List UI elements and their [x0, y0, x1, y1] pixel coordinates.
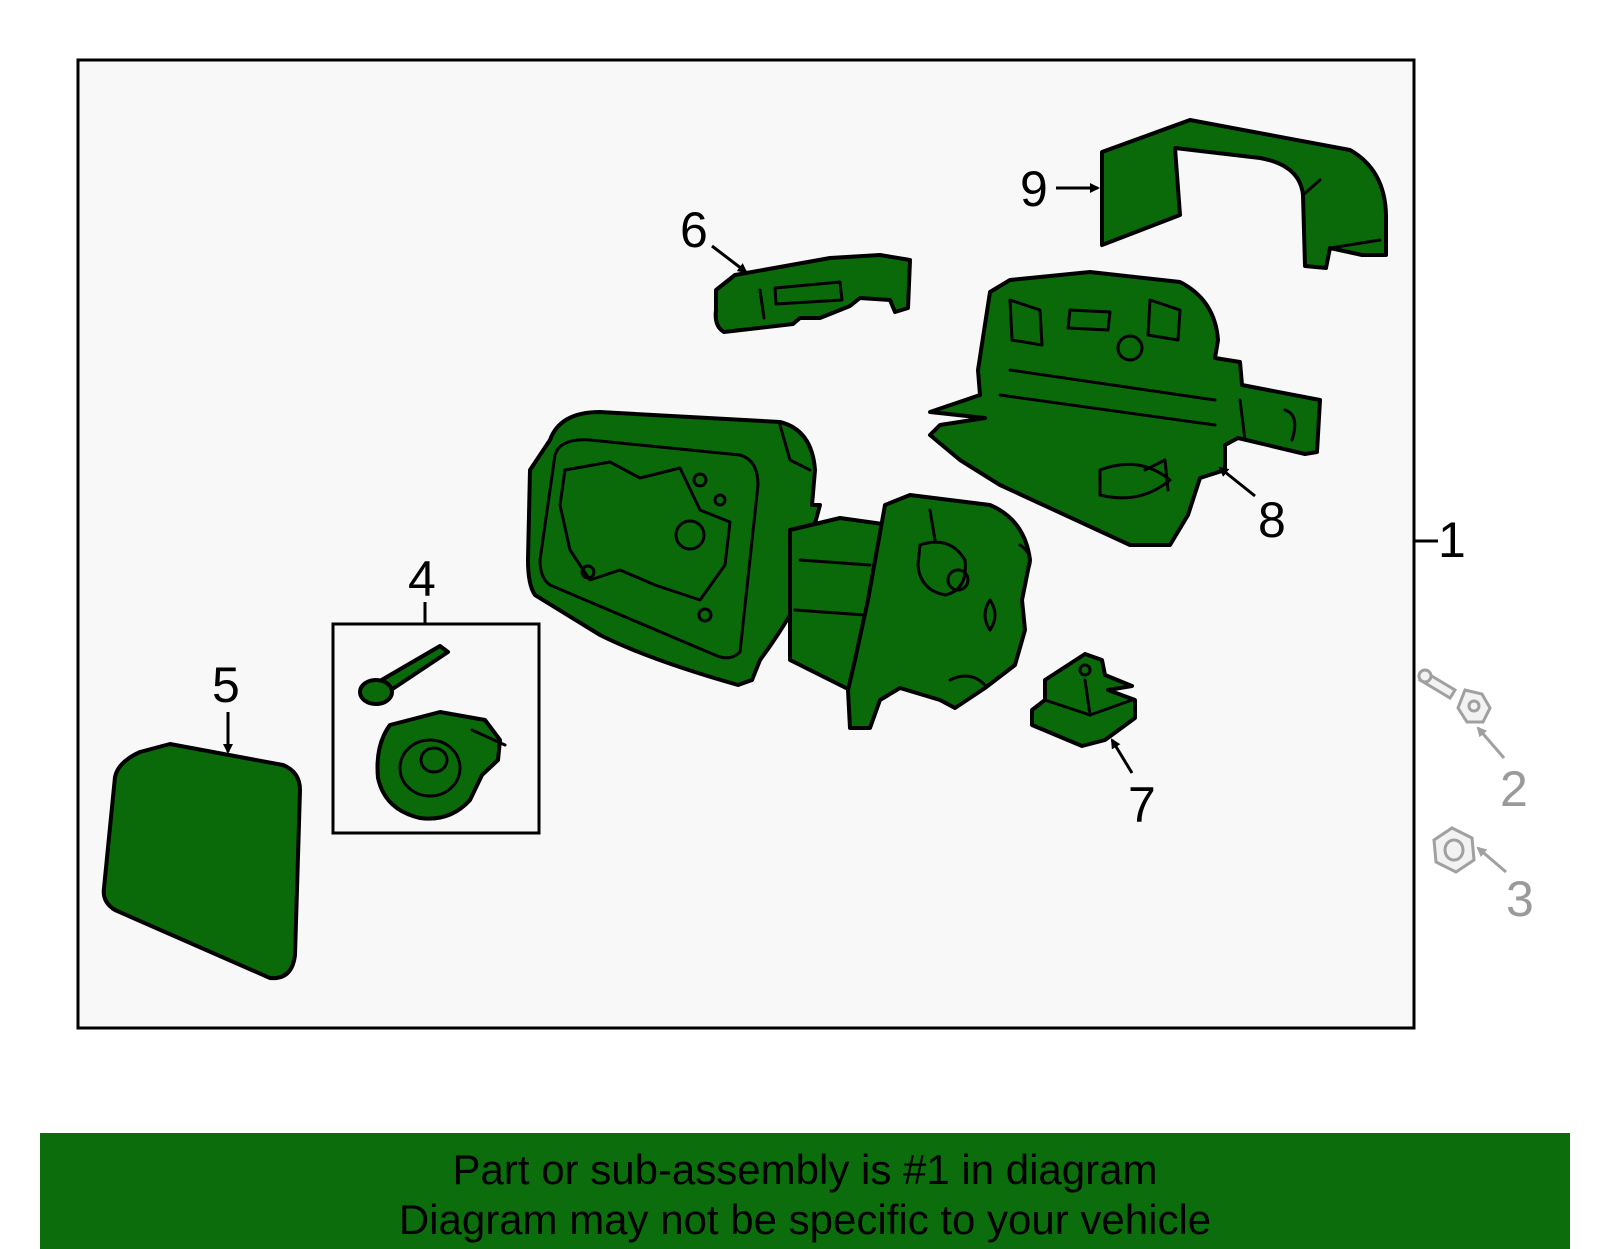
part-5-mirror-glass[interactable] [101, 742, 302, 981]
part-4-screw[interactable] [358, 644, 450, 706]
part-8-mirror-housing[interactable] [928, 270, 1322, 547]
arrow-2 [1476, 726, 1506, 759]
arrow-3 [1476, 846, 1507, 874]
arrow-6 [711, 244, 748, 274]
part-4-motor[interactable] [375, 710, 507, 821]
arrow-7 [1110, 738, 1134, 774]
part-3-nut[interactable] [1432, 826, 1476, 874]
part-7-puddle-lamp[interactable] [1030, 652, 1137, 748]
callout-8: 8 [1258, 492, 1286, 548]
callout-2: 2 [1500, 761, 1528, 817]
part-9-mirror-cap[interactable] [1100, 118, 1388, 270]
banner-line-2: Diagram may not be specific to your vehi… [398, 1196, 1212, 1243]
banner-line-1: Part or sub-assembly is #1 in diagram [452, 1146, 1158, 1193]
callout-3: 3 [1506, 871, 1534, 927]
part-2-bolt[interactable] [1417, 668, 1492, 724]
callout-7: 7 [1128, 777, 1156, 833]
part-6-turn-signal-lamp[interactable] [713, 253, 912, 334]
callout-1: 1 [1438, 512, 1466, 568]
callout-5: 5 [212, 657, 240, 713]
main-mirror-assembly[interactable] [526, 410, 1032, 730]
callout-9: 9 [1020, 161, 1048, 217]
disclaimer-banner: Part or sub-assembly is #1 in diagram Di… [40, 1133, 1570, 1249]
callout-4: 4 [408, 551, 436, 607]
arrow-8 [1218, 466, 1256, 498]
callout-6: 6 [680, 202, 708, 258]
part-4-kit-box [331, 622, 541, 835]
